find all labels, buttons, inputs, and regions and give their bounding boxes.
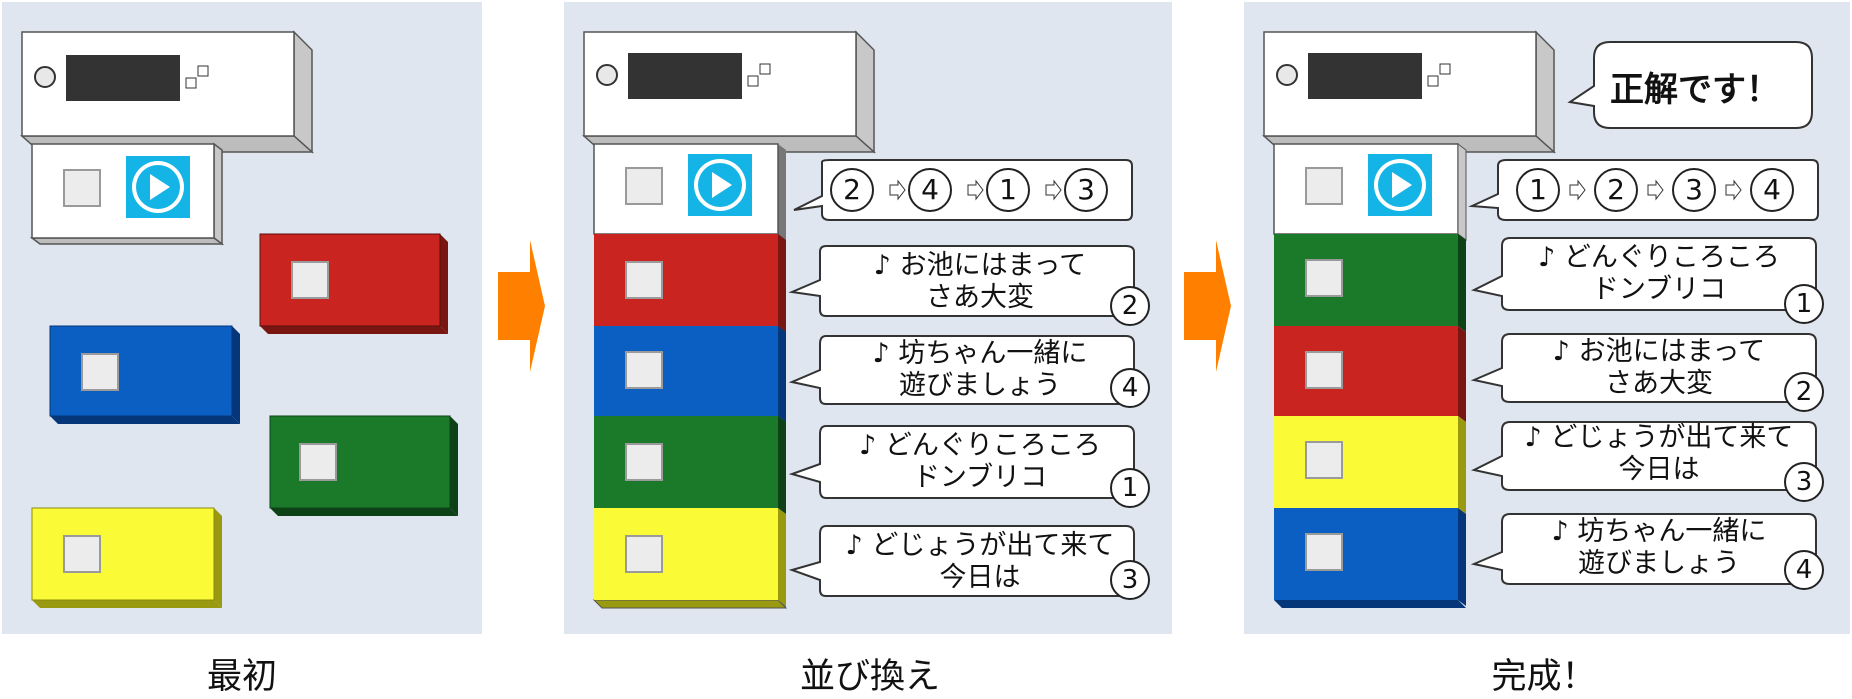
- lyric-line-2: ドンブリコ: [912, 462, 1048, 493]
- block-stack: [592, 143, 788, 609]
- power-button: [596, 64, 618, 86]
- block-red: [594, 234, 778, 326]
- correct-bubble: [1567, 41, 1813, 129]
- lyric-number: 3: [1784, 462, 1824, 502]
- arrow-right-icon: [498, 240, 545, 372]
- lyric-line-2: 今日は: [939, 562, 1021, 593]
- lyric-line-1: ♪ 坊ちゃん一緒に: [872, 338, 1088, 369]
- lyric-line-2: 今日は: [1618, 454, 1700, 485]
- lyric-line-2: さあ大変: [926, 282, 1034, 313]
- lyric-line-1: ♪ お池にはまって: [1552, 336, 1766, 367]
- play-icon: [1368, 154, 1432, 216]
- block-green: [1274, 234, 1458, 326]
- main-unit: [1262, 30, 1556, 154]
- sequence-number: 1: [986, 168, 1030, 212]
- play-icon: [126, 156, 190, 218]
- lyric-line-1: ♪ 坊ちゃん一緒に: [1551, 516, 1767, 547]
- caption-initial: 最初: [206, 657, 277, 697]
- lyric-line-2: 遊びましょう: [1578, 548, 1740, 579]
- arrow-right-icon: [1184, 240, 1231, 372]
- caption-sort: 並び換え: [799, 657, 940, 697]
- lyric-line-1: ♪ お池にはまって: [873, 250, 1087, 281]
- play-block: [29, 142, 225, 246]
- display-screen: [66, 55, 180, 101]
- lyric-line-2: さあ大変: [1605, 368, 1713, 399]
- caption-done: 完成！: [1491, 657, 1597, 697]
- block-yellow: [31, 507, 222, 608]
- sequence-bubble: [793, 159, 1133, 221]
- block-blue: [594, 326, 778, 416]
- sequence-number: 3: [1064, 168, 1108, 212]
- sequence-bubble: [1468, 159, 1819, 221]
- block-yellow: [594, 508, 778, 600]
- lyric-number: 1: [1110, 468, 1150, 508]
- lyric-number: 3: [1110, 560, 1150, 600]
- block-stack: [1273, 143, 1467, 608]
- sequence-number: 4: [1750, 168, 1794, 212]
- correct-message: 正解です！: [1610, 70, 1780, 110]
- display-screen: [1308, 53, 1422, 99]
- main-unit: [582, 30, 876, 154]
- lyric-line-2: 遊びましょう: [899, 370, 1061, 401]
- lyric-number: 2: [1784, 372, 1824, 412]
- sequence-number: 2: [830, 168, 874, 212]
- sequence-number: 3: [1672, 168, 1716, 212]
- block-yellow: [1274, 416, 1458, 508]
- lyric-line-2: ドンブリコ: [1591, 274, 1727, 305]
- block-green: [269, 415, 458, 516]
- power-button: [1276, 64, 1298, 86]
- play-icon: [688, 154, 752, 216]
- lyric-number: 2: [1110, 286, 1150, 326]
- lyric-number: 1: [1784, 284, 1824, 324]
- sequence-number: 4: [908, 168, 952, 212]
- camera-icon: [1427, 63, 1451, 87]
- lyric-number: 4: [1110, 368, 1150, 408]
- block-red: [1274, 326, 1458, 416]
- block-blue: [49, 325, 240, 424]
- lyric-line-1: ♪ どんぐりころころ: [1538, 242, 1780, 273]
- lyric-line-1: ♪ どじょうが出て来て: [845, 530, 1115, 561]
- display-screen: [628, 53, 742, 99]
- lyric-number: 4: [1784, 550, 1824, 590]
- block-green: [594, 416, 778, 508]
- camera-icon: [185, 65, 209, 89]
- block-red: [259, 233, 448, 334]
- sequence-number: 1: [1516, 168, 1560, 212]
- block-blue: [1274, 508, 1458, 600]
- lyric-line-1: ♪ どじょうが出て来て: [1524, 422, 1794, 453]
- camera-icon: [747, 63, 771, 87]
- power-button: [34, 66, 56, 88]
- lyric-line-1: ♪ どんぐりころころ: [859, 430, 1101, 461]
- sequence-number: 2: [1594, 168, 1638, 212]
- main-unit: [20, 30, 314, 154]
